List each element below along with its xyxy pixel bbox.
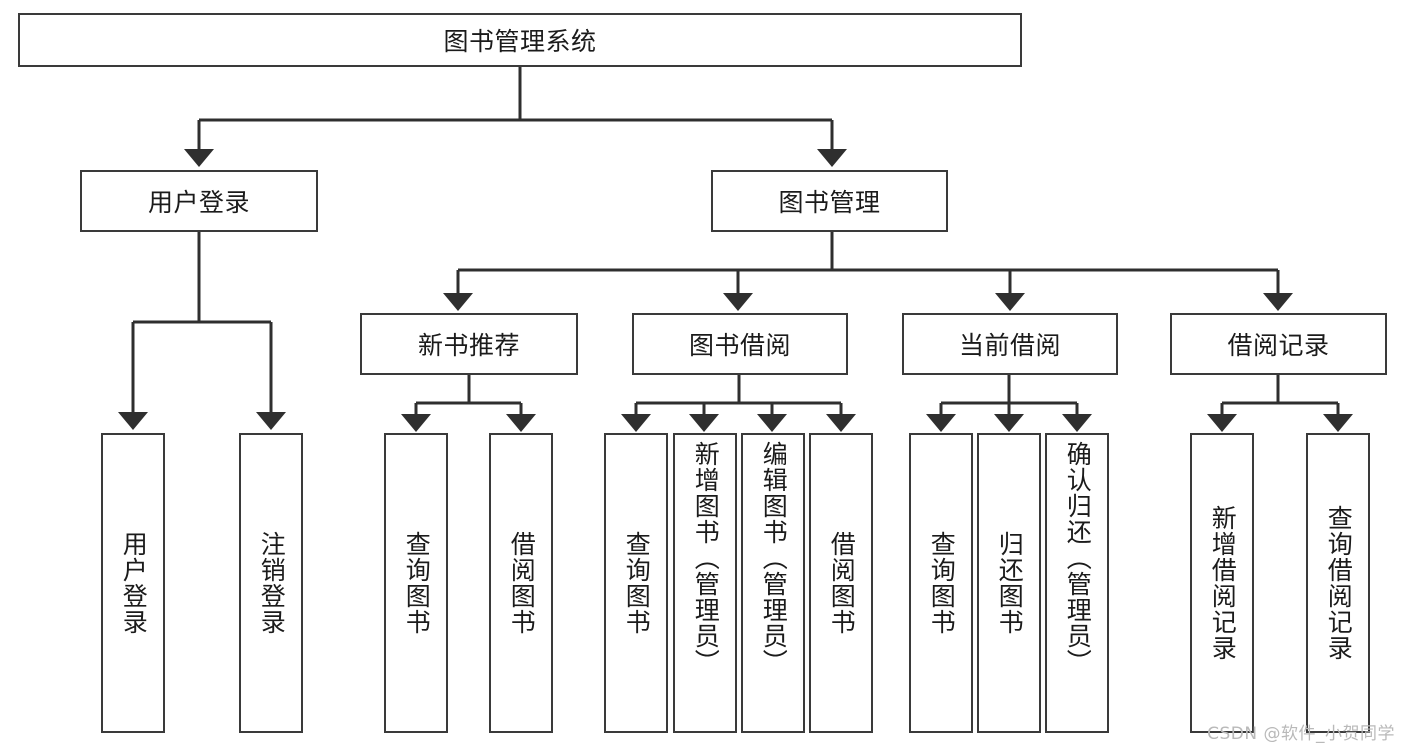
leaf-label: 归还图书 bbox=[995, 531, 1025, 635]
leaf-borrow-edit-book-admin[interactable]: 编辑图书（管理员） bbox=[741, 433, 805, 733]
leaf-label: 新增借阅记录 bbox=[1208, 505, 1238, 661]
leaf-current-query-book[interactable]: 查询图书 bbox=[909, 433, 973, 733]
node-root-book-management-system[interactable]: 图书管理系统 bbox=[18, 13, 1022, 67]
leaf-label: 新增图书（管理员） bbox=[691, 441, 721, 675]
leaf-label: 用户登录 bbox=[119, 531, 149, 635]
node-current-borrow[interactable]: 当前借阅 bbox=[902, 313, 1118, 375]
node-label: 用户登录 bbox=[147, 188, 250, 217]
leaf-current-confirm-return-admin[interactable]: 确认归还（管理员） bbox=[1045, 433, 1109, 733]
leaf-label: 借阅图书 bbox=[827, 531, 857, 635]
csdn-watermark: CSDN @软件_小贺同学 bbox=[1207, 724, 1395, 744]
leaf-label: 确认归还（管理员） bbox=[1063, 441, 1093, 675]
leaf-record-add-record[interactable]: 新增借阅记录 bbox=[1190, 433, 1254, 733]
leaf-user-login-logout[interactable]: 注销登录 bbox=[239, 433, 303, 733]
leaf-label: 查询图书 bbox=[402, 531, 432, 635]
leaf-label: 借阅图书 bbox=[507, 531, 537, 635]
leaf-new-book-query-book[interactable]: 查询图书 bbox=[384, 433, 448, 733]
leaf-borrow-borrow-book[interactable]: 借阅图书 bbox=[809, 433, 873, 733]
leaf-label: 查询借阅记录 bbox=[1324, 505, 1354, 661]
node-user-login[interactable]: 用户登录 bbox=[80, 170, 318, 232]
leaf-label: 查询图书 bbox=[927, 531, 957, 635]
node-label: 当前借阅 bbox=[958, 331, 1061, 360]
leaf-record-query-record[interactable]: 查询借阅记录 bbox=[1306, 433, 1370, 733]
node-label: 图书管理 bbox=[778, 188, 881, 217]
node-label: 借阅记录 bbox=[1227, 331, 1330, 360]
leaf-label: 查询图书 bbox=[622, 531, 652, 635]
node-new-book-recommend[interactable]: 新书推荐 bbox=[360, 313, 578, 375]
node-label: 图书借阅 bbox=[688, 331, 791, 360]
leaf-label: 注销登录 bbox=[257, 531, 287, 635]
node-borrow-record[interactable]: 借阅记录 bbox=[1170, 313, 1387, 375]
node-label: 图书管理系统 bbox=[443, 27, 597, 56]
node-book-management[interactable]: 图书管理 bbox=[711, 170, 948, 232]
node-label: 新书推荐 bbox=[417, 331, 520, 360]
leaf-new-book-borrow-book[interactable]: 借阅图书 bbox=[489, 433, 553, 733]
leaf-current-return-book[interactable]: 归还图书 bbox=[977, 433, 1041, 733]
leaf-label: 编辑图书（管理员） bbox=[759, 441, 789, 675]
leaf-user-login-login[interactable]: 用户登录 bbox=[101, 433, 165, 733]
leaf-borrow-add-book-admin[interactable]: 新增图书（管理员） bbox=[673, 433, 737, 733]
node-book-borrow[interactable]: 图书借阅 bbox=[632, 313, 848, 375]
leaf-borrow-query-book[interactable]: 查询图书 bbox=[604, 433, 668, 733]
